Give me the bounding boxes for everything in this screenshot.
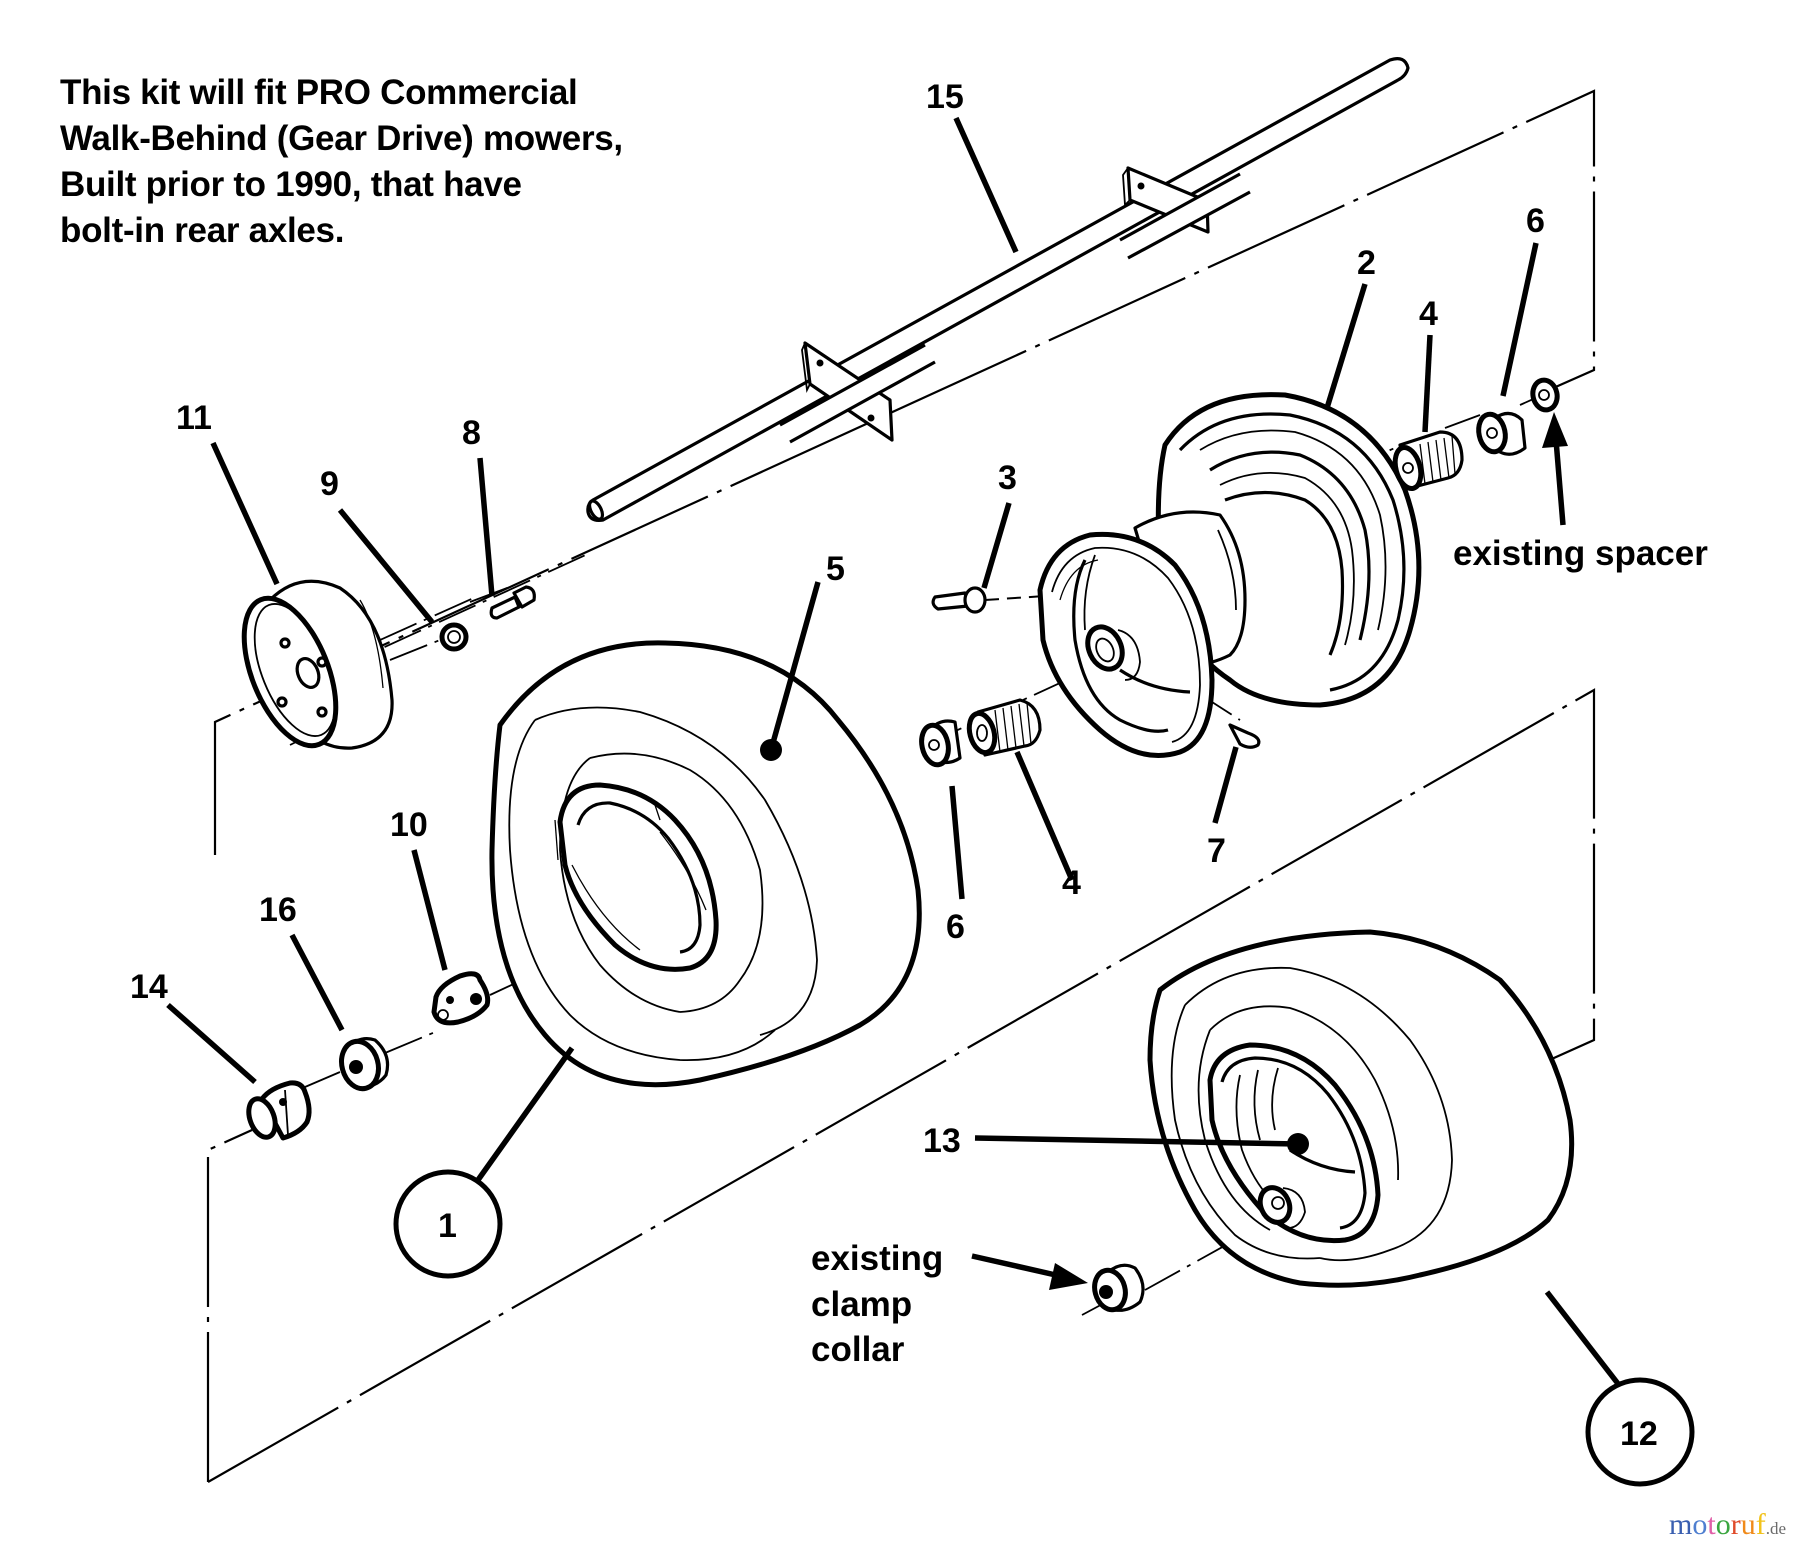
watermark-letter: t (1707, 1508, 1716, 1541)
existing-clamp-collar-label-line3: collar (811, 1330, 905, 1369)
fitment-note: This kit will fit PRO Commercial Walk-Be… (60, 70, 623, 254)
existing-clamp-collar-part (1092, 1263, 1145, 1313)
lock-nut-part (439, 622, 469, 652)
callout-15: 15 (926, 78, 964, 116)
bearing-upper-part (1392, 430, 1464, 492)
rim-part (1037, 392, 1422, 758)
callout-13: 13 (923, 1122, 961, 1160)
leader-lines (166, 116, 1622, 1387)
callout-16: 16 (259, 891, 297, 929)
spacer-upper-part (1476, 411, 1527, 456)
watermark-letter: r (1730, 1508, 1741, 1541)
end-cap-part (246, 1080, 312, 1141)
existing-clamp-collar-label-line1: existing (811, 1239, 943, 1278)
tire-part (489, 640, 922, 1088)
watermark-letter: f (1755, 1508, 1766, 1541)
fitment-note-line: This kit will fit PRO Commercial (60, 73, 578, 112)
existing-wheel-assembly (1147, 929, 1575, 1288)
watermark-domain-suffix: .de (1765, 1519, 1786, 1538)
callout-2: 2 (1357, 244, 1376, 282)
watermark-letter: m (1669, 1508, 1693, 1541)
existing-clamp-collar-arrow (971, 1253, 1088, 1290)
callout-10: 10 (390, 806, 428, 844)
watermark-letter: u (1740, 1508, 1756, 1541)
callout-14: 14 (130, 968, 168, 1006)
assembly-12-circle (1585, 1377, 1695, 1487)
fitment-note-line: bolt-in rear axles. (60, 211, 345, 250)
assembly-1-circle (393, 1169, 503, 1279)
callout-4-upper: 4 (1419, 295, 1438, 333)
motoruf-watermark-logo: motoruf.de (1669, 1508, 1786, 1542)
rear-axle (586, 57, 1410, 522)
callout-6-upper: 6 (1526, 202, 1545, 240)
watermark-letter: o (1692, 1508, 1708, 1541)
existing-clamp-collar-label-line2: clamp (811, 1285, 912, 1324)
callout-1: 1 (438, 1207, 457, 1245)
callout-8: 8 (462, 414, 481, 452)
bushing-part (431, 971, 491, 1026)
washer-part (339, 1037, 390, 1092)
callout-11: 11 (176, 399, 212, 437)
rim-screw-part (1228, 723, 1261, 749)
watermark-letter: o (1715, 1508, 1731, 1541)
fitment-note-line: Walk-Behind (Gear Drive) mowers, (60, 119, 623, 158)
fitment-note-line: Built prior to 1990, that have (60, 165, 522, 204)
callout-4-lower: 4 (1062, 864, 1081, 902)
lower-assembly-frame (206, 688, 1596, 1483)
existing-spacer-part (1530, 377, 1560, 413)
bolt-part (489, 585, 536, 620)
hub-cap-part (241, 579, 394, 750)
callout-3: 3 (998, 459, 1017, 497)
callout-9: 9 (320, 465, 339, 503)
callout-6-lower: 6 (946, 908, 965, 946)
bearing-lower-part (966, 698, 1042, 757)
upper-assembly-frame (213, 89, 1596, 855)
existing-spacer-arrow (1542, 412, 1568, 526)
valve-stem-part (931, 586, 987, 614)
spacer-lower-part (919, 719, 962, 768)
callout-7: 7 (1207, 832, 1226, 870)
callout-12: 12 (1620, 1415, 1658, 1453)
callout-5: 5 (826, 550, 845, 588)
existing-spacer-label: existing spacer (1453, 534, 1708, 573)
